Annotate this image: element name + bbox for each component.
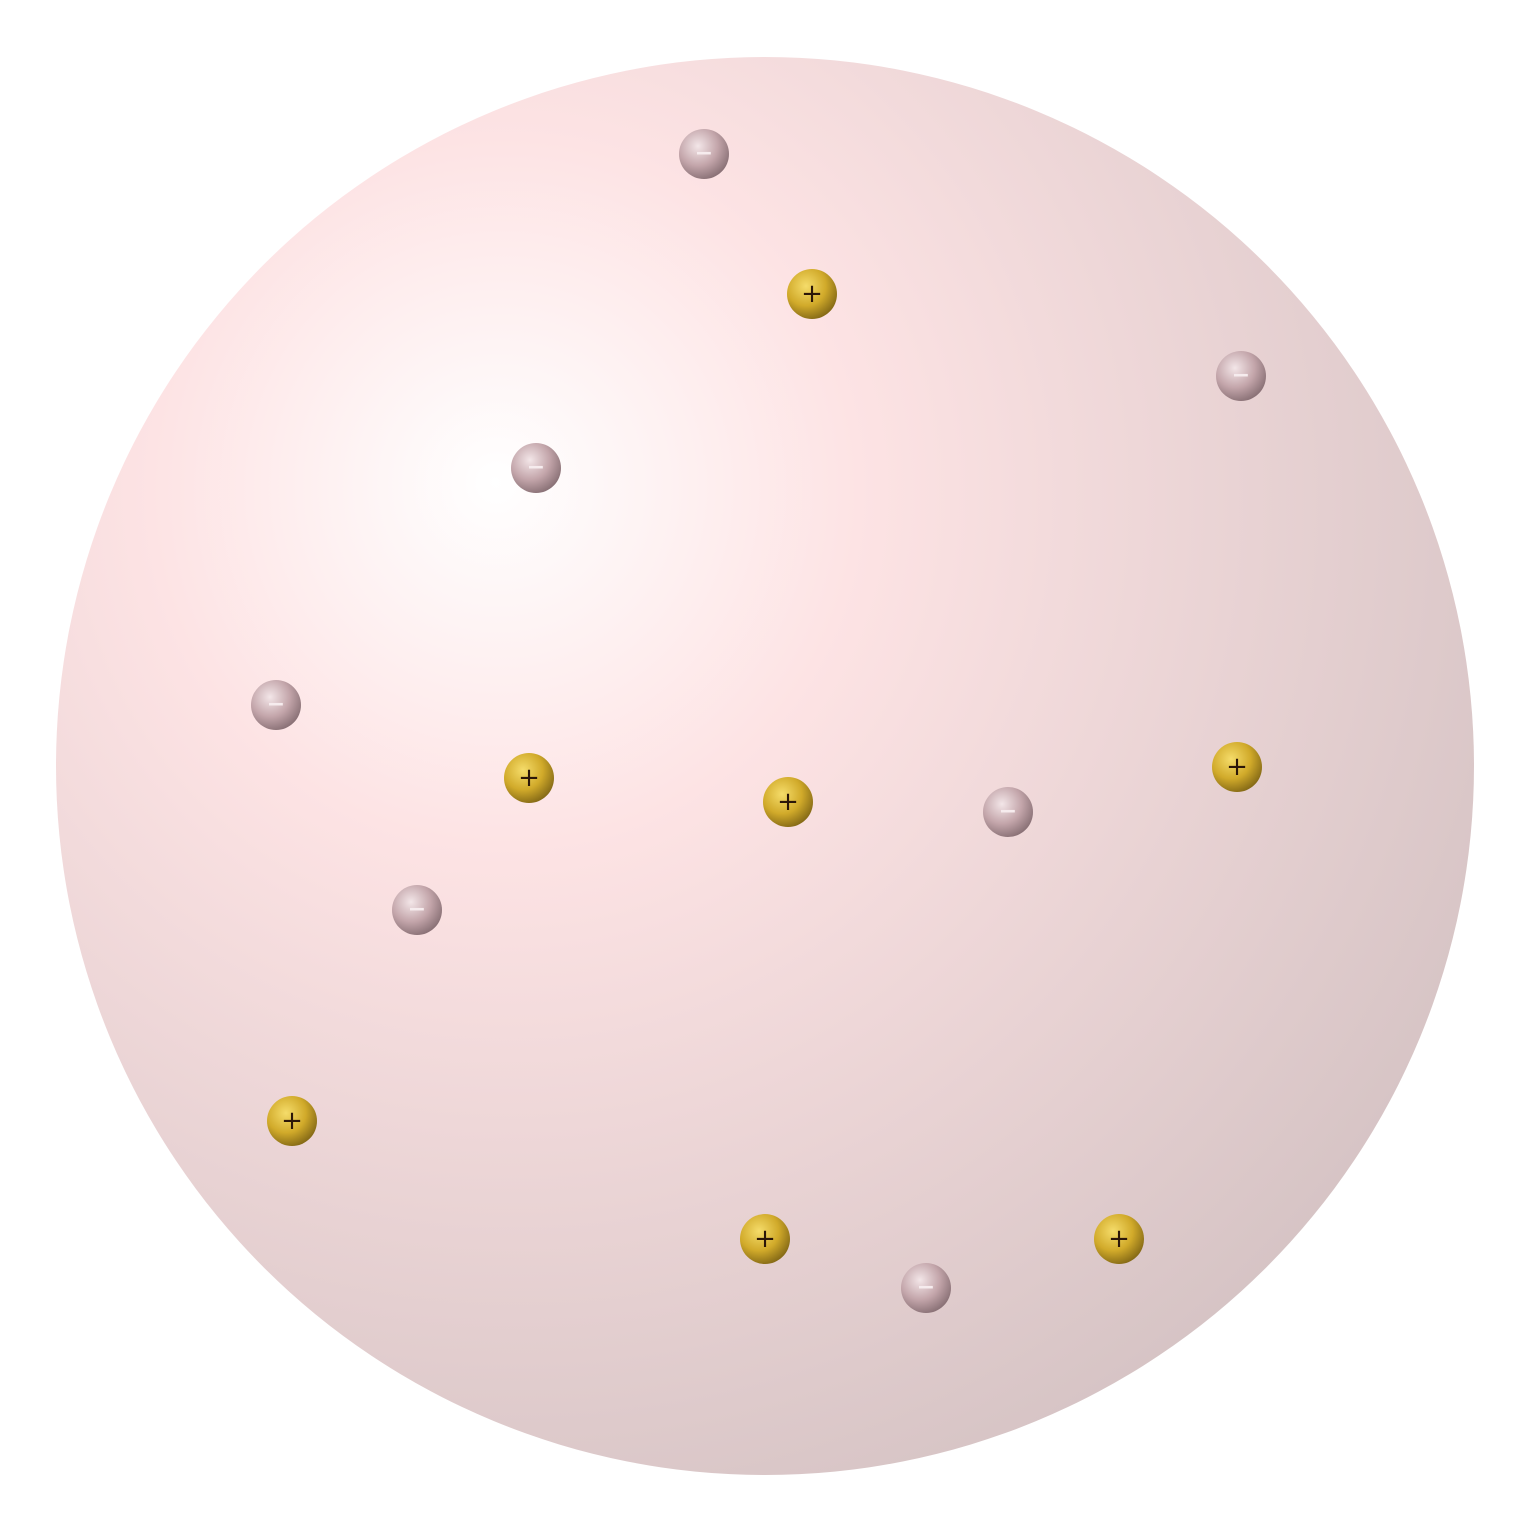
negative-charge: − [679,129,729,179]
plus-sign: + [777,787,799,817]
minus-sign: − [408,897,426,922]
minus-sign: − [695,141,713,166]
positive-charge: + [1094,1214,1144,1264]
minus-sign: − [527,455,545,480]
positive-sphere [56,57,1474,1475]
positive-charge-ball [504,753,554,803]
positive-charge: + [787,269,837,319]
minus-sign: − [999,799,1017,824]
positive-charge-ball [267,1096,317,1146]
negative-charge: − [1216,351,1266,401]
minus-sign: − [1232,363,1250,388]
positive-charge-ball [1212,742,1262,792]
plus-sign: + [281,1106,303,1136]
plus-sign: + [801,279,823,309]
plus-sign: + [1226,752,1248,782]
charges-layer: − + − − − + + − + − + + − + [251,129,1266,1313]
positive-charge-ball [787,269,837,319]
positive-charge-ball [763,777,813,827]
negative-charge-ball [983,787,1033,837]
positive-charge: + [740,1214,790,1264]
negative-charge-ball [679,129,729,179]
positive-charge-ball [1094,1214,1144,1264]
negative-charge-ball [392,885,442,935]
negative-charge: − [251,680,301,730]
minus-sign: − [267,692,285,717]
plus-sign: + [1108,1224,1130,1254]
negative-charge: − [392,885,442,935]
negative-charge: − [983,787,1033,837]
negative-charge-ball [1216,351,1266,401]
positive-charge: + [267,1096,317,1146]
positive-charge: + [763,777,813,827]
negative-charge: − [901,1263,951,1313]
minus-sign: − [917,1275,935,1300]
positive-charge: + [1212,742,1262,792]
plus-sign: + [754,1224,776,1254]
positive-charge: + [504,753,554,803]
positive-charge-ball [740,1214,790,1264]
negative-charge: − [511,443,561,493]
negative-charge-ball [251,680,301,730]
negative-charge-ball [511,443,561,493]
plus-sign: + [518,763,540,793]
negative-charge-ball [901,1263,951,1313]
